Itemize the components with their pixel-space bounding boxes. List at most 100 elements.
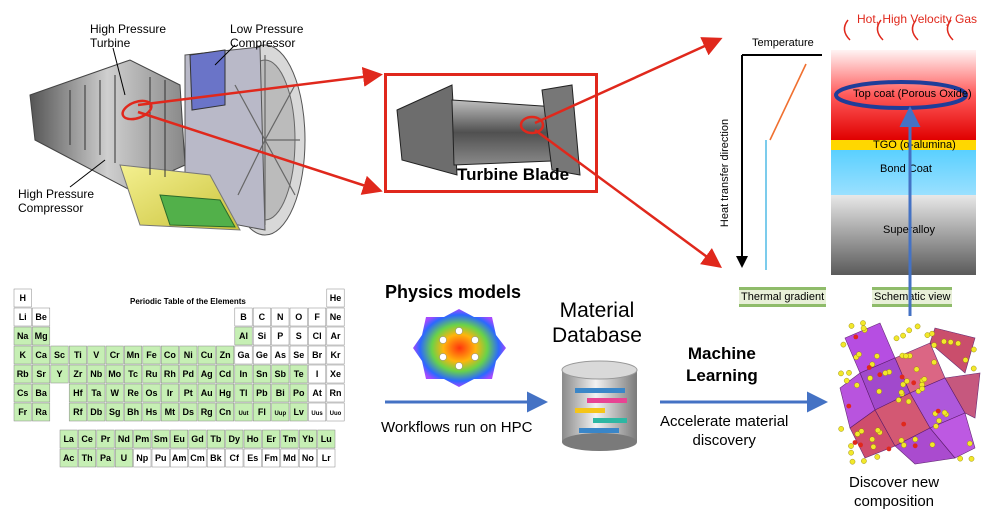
element-cell: Nb (87, 364, 106, 384)
element-cell: Ta (87, 383, 106, 403)
element-cell: Db (87, 402, 106, 422)
element-cell: Ne (326, 307, 345, 327)
actinide-cell: Am (170, 448, 189, 468)
svg-text:Ho: Ho (247, 434, 259, 444)
lanthanide-cell: Pm (133, 429, 152, 449)
svg-text:Ir: Ir (167, 388, 174, 398)
svg-text:Ag: Ag (201, 369, 213, 379)
element-cell: Uuo (326, 402, 345, 422)
svg-text:Cf: Cf (230, 453, 240, 463)
hpc-label: Workflows run on HPC (381, 419, 533, 436)
crystal-atom (903, 353, 909, 359)
element-cell: Al (234, 326, 253, 346)
crystal-atom (898, 437, 905, 444)
crystal-atom (846, 370, 852, 376)
svg-text:Mt: Mt (165, 407, 176, 417)
crystal-atom (848, 449, 854, 456)
crystal-polyhedron (929, 412, 976, 459)
svg-text:Si: Si (258, 331, 267, 341)
svg-text:H: H (19, 293, 26, 303)
element-cell: H (13, 288, 32, 308)
svg-text:U: U (121, 453, 128, 463)
svg-text:Rg: Rg (201, 407, 213, 417)
crystal-atom (874, 454, 881, 460)
svg-text:Re: Re (127, 388, 139, 398)
svg-text:Cs: Cs (17, 388, 29, 398)
svg-text:Sr: Sr (36, 369, 46, 379)
svg-text:He: He (330, 293, 342, 303)
accelerate-label: Accelerate material discovery (660, 413, 789, 449)
svg-text:Zn: Zn (220, 350, 231, 360)
svg-text:Br: Br (312, 350, 322, 360)
svg-text:S: S (296, 331, 302, 341)
svg-text:B: B (240, 312, 247, 322)
crystal-atom (957, 455, 963, 462)
tbc-schematic (831, 19, 976, 275)
element-cell: V (87, 345, 106, 365)
svg-text:Tc: Tc (128, 369, 138, 379)
svg-text:P: P (277, 331, 283, 341)
svg-text:Hf: Hf (73, 388, 83, 398)
element-cell: N (271, 307, 290, 327)
element-cell: Si (252, 326, 271, 346)
svg-text:Kr: Kr (330, 350, 340, 360)
element-cell: Mn (124, 345, 143, 365)
temperature-label: Temperature (752, 37, 814, 49)
crystal-atom-red (935, 408, 941, 414)
svg-text:Se: Se (293, 350, 304, 360)
element-cell: Zn (216, 345, 235, 365)
element-cell: K (13, 345, 32, 365)
svg-text:Sc: Sc (54, 350, 65, 360)
periodic-table-title: Periodic Table of the Elements (130, 297, 246, 306)
lanthanide-cell: Er (262, 429, 281, 449)
svg-text:Bh: Bh (127, 407, 139, 417)
lanthanide-cell: Eu (170, 429, 189, 449)
tgo-label: TGO (α-alumina) (873, 139, 956, 151)
element-cell: Ar (326, 326, 345, 346)
svg-text:Pu: Pu (155, 453, 167, 463)
element-cell: Mo (105, 364, 124, 384)
element-cell: Bh (124, 402, 143, 422)
crystal-atom (874, 353, 880, 359)
crystal-atom (924, 332, 931, 338)
element-cell: Kr (326, 345, 345, 365)
element-cell: Bi (271, 383, 290, 403)
crystal-atom (875, 427, 881, 434)
crystal-atom (848, 323, 855, 329)
crystal-atom (941, 409, 948, 416)
machine-learning-label: Machine Learning (686, 344, 758, 385)
element-cell: Se (289, 345, 308, 365)
crystal-atom (914, 323, 921, 330)
crystal-polyhedron (944, 372, 981, 419)
actinide-cell: Np (133, 448, 152, 468)
svg-text:Tl: Tl (240, 388, 248, 398)
element-cell: Cs (13, 383, 32, 403)
element-cell: Ge (252, 345, 271, 365)
element-cell: Po (289, 383, 308, 403)
svg-text:Bi: Bi (276, 388, 285, 398)
svg-text:Hg: Hg (219, 388, 231, 398)
element-cell: Te (289, 364, 308, 384)
actinide-cell: Ac (59, 448, 78, 468)
element-cell: Mg (32, 326, 51, 346)
crystal-atom-red (901, 421, 907, 427)
lanthanide-cell: Tm (280, 429, 299, 449)
element-cell: Rn (326, 383, 345, 403)
svg-text:Cl: Cl (313, 331, 322, 341)
lanthanide-cell: Ce (78, 429, 97, 449)
svg-text:No: No (302, 453, 314, 463)
thermal-gradient-caption: Thermal gradient (739, 287, 827, 307)
top-coat-label: Top coat (Porous Oxide) (853, 88, 972, 100)
element-cell: Rf (68, 402, 87, 422)
element-cell: B (234, 307, 253, 327)
crystal-atom (970, 365, 977, 372)
crystal-atom-red (911, 380, 917, 386)
svg-text:Cm: Cm (190, 453, 205, 463)
svg-text:Ti: Ti (74, 350, 82, 360)
actinide-cell: Cm (188, 448, 207, 468)
crystal-atom (921, 376, 928, 383)
crystal-atom (901, 442, 907, 448)
svg-text:Dy: Dy (229, 434, 241, 444)
element-cell: Be (32, 307, 51, 327)
